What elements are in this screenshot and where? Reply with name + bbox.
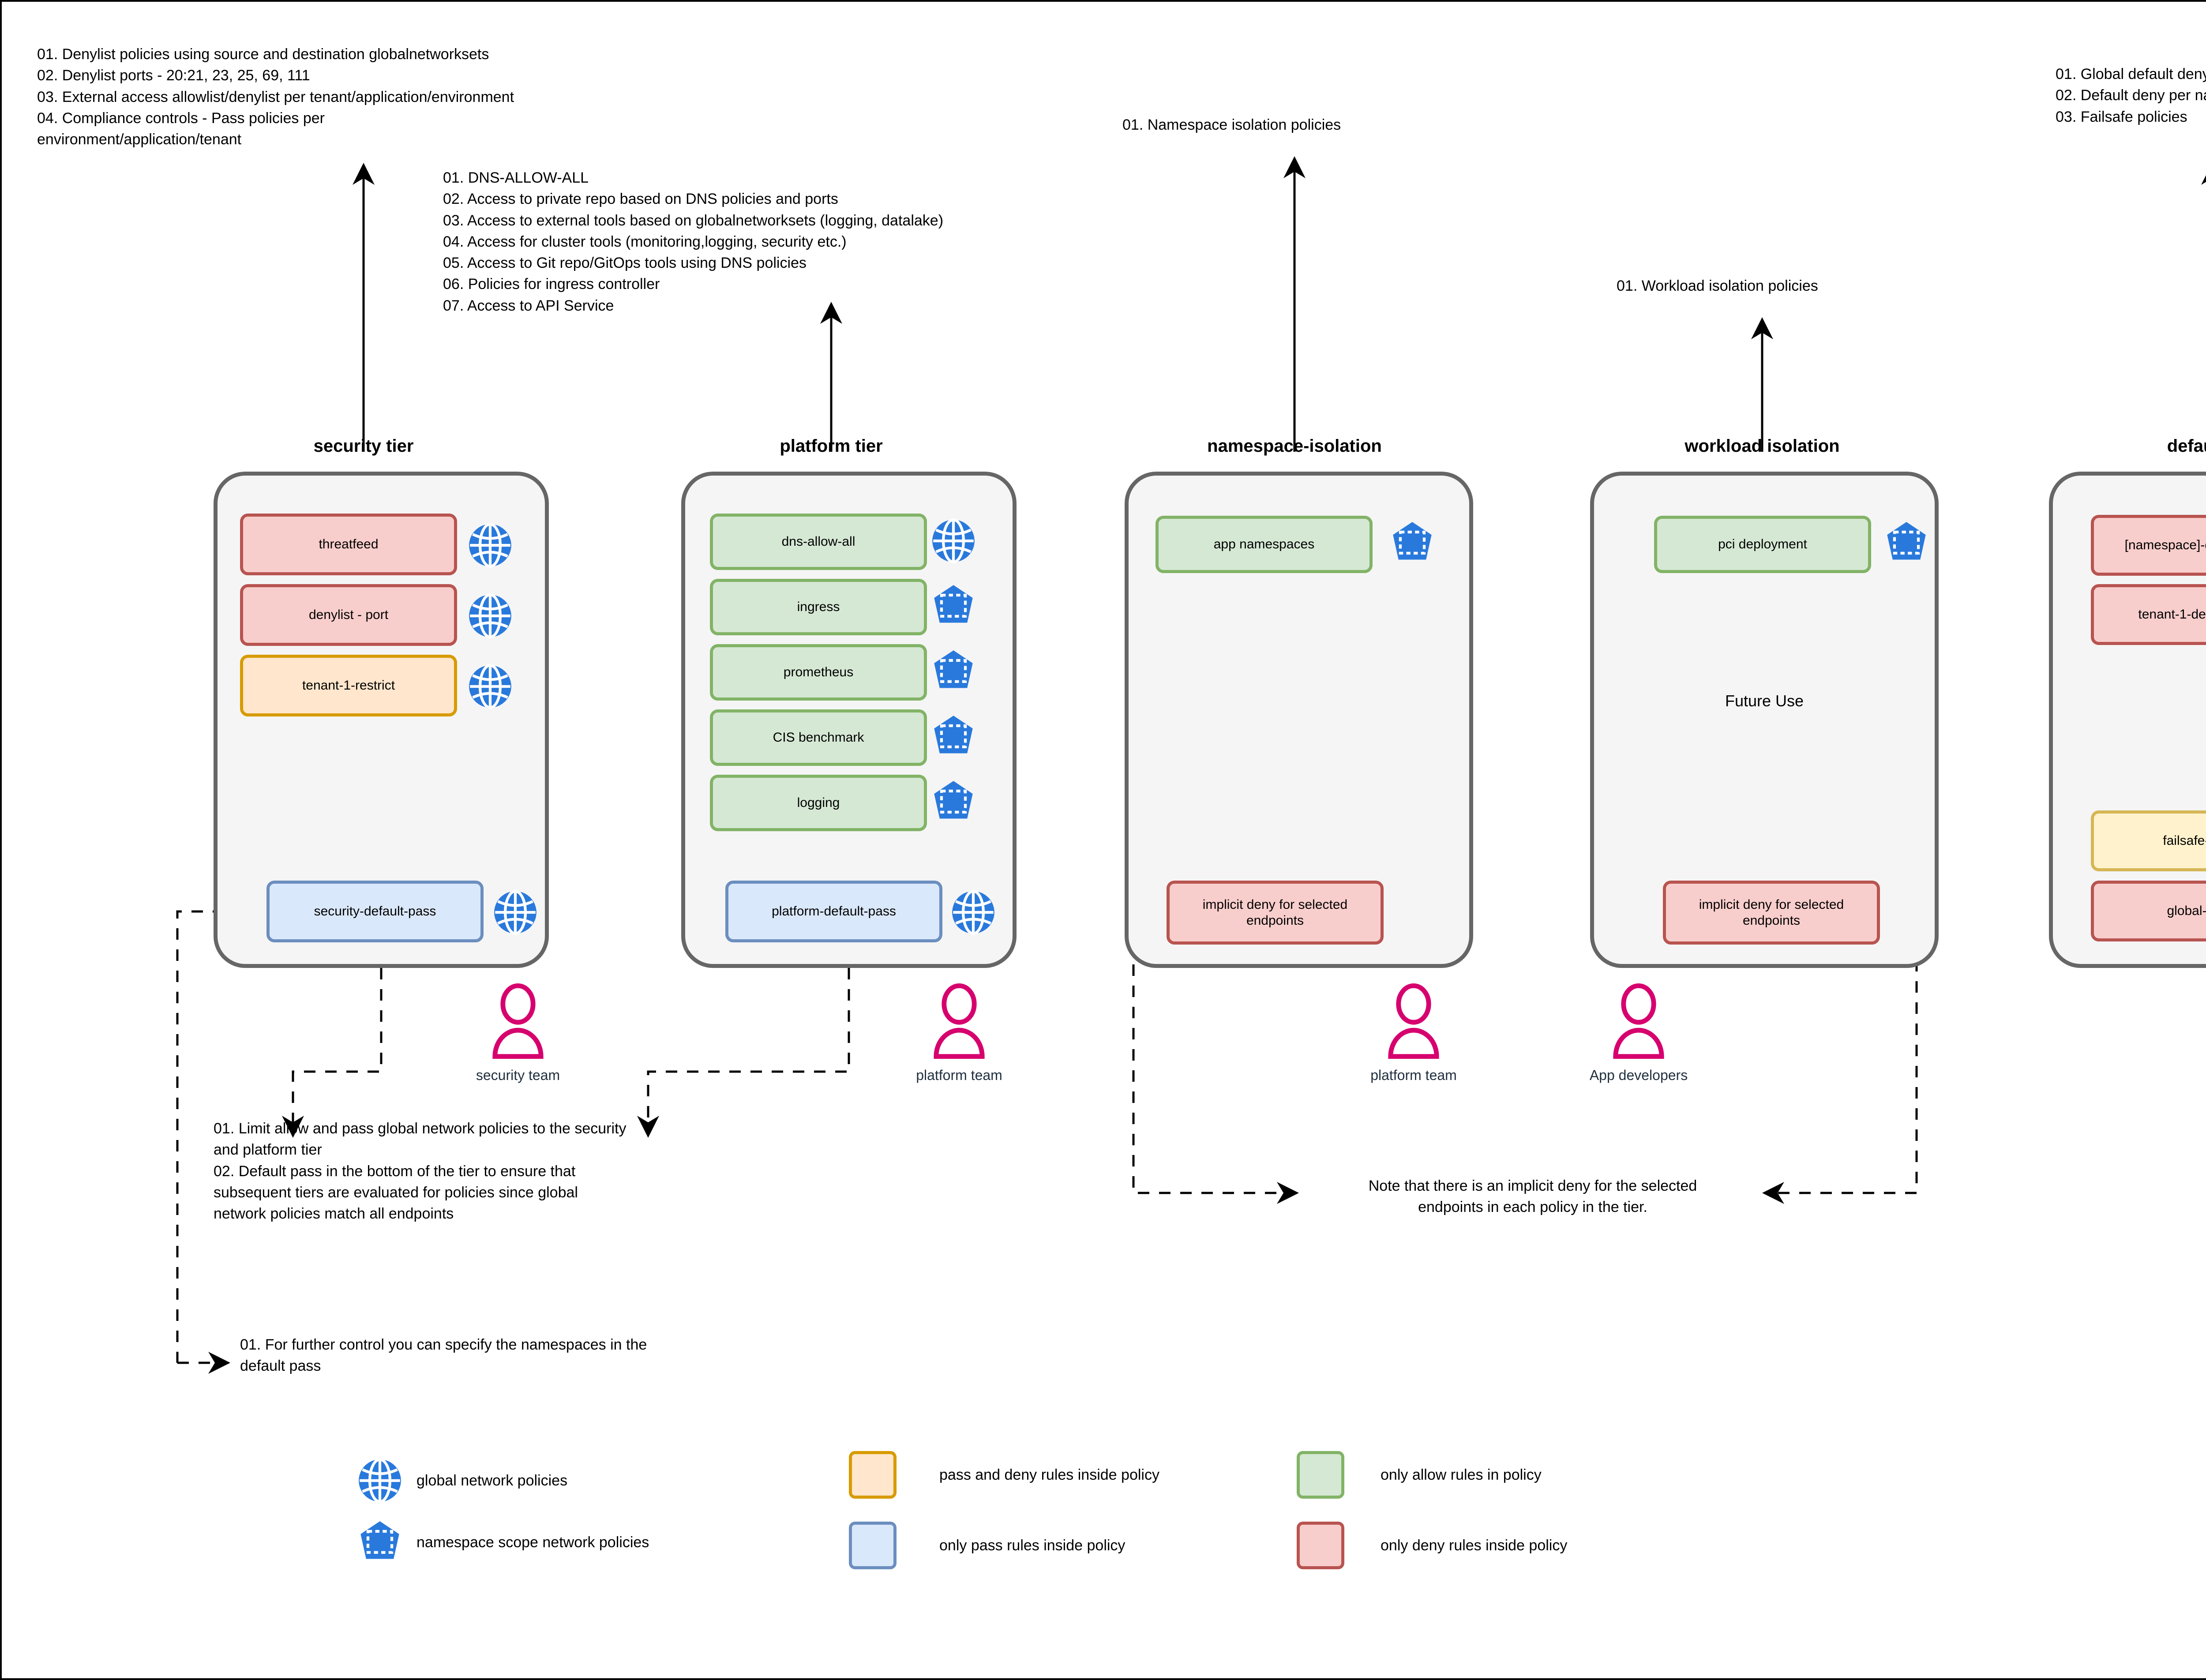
legend-label: only pass rules inside policy bbox=[939, 1537, 1126, 1554]
legend-label: namespace scope network policies bbox=[416, 1534, 649, 1551]
namespace-scope-icon bbox=[930, 583, 976, 631]
persona-label-security-team-1: security team bbox=[476, 1067, 560, 1083]
tier-title-security: security tier bbox=[313, 436, 414, 456]
legend-swatch-only-pass bbox=[849, 1522, 897, 1569]
namespace-scope-icon bbox=[1883, 520, 1929, 568]
policy-chip[interactable]: denylist - port bbox=[240, 584, 457, 646]
legend-globe-icon bbox=[357, 1458, 403, 1506]
tier-title-namespace-isolation: namespace-isolation bbox=[1207, 436, 1382, 456]
future-use-label: Future Use bbox=[1725, 692, 1804, 710]
persona-icon bbox=[1610, 983, 1667, 1065]
policy-chip[interactable]: prometheus bbox=[710, 644, 927, 701]
policy-chip[interactable]: failsafe-allow bbox=[2091, 810, 2206, 871]
policy-chip-implicit-deny[interactable]: implicit deny for selected endpoints bbox=[1663, 881, 1880, 945]
policy-chip[interactable]: ingress bbox=[710, 579, 927, 635]
note-implicit-deny: Note that there is an implicit deny for … bbox=[1368, 1178, 1697, 1216]
globe-icon bbox=[467, 522, 513, 570]
policy-chip[interactable]: CIS benchmark bbox=[710, 709, 927, 766]
legend-label: global network policies bbox=[416, 1472, 568, 1489]
tier-title-workload-isolation: workload isolation bbox=[1685, 436, 1840, 456]
legend-label: pass and deny rules inside policy bbox=[939, 1466, 1159, 1483]
policy-chip[interactable]: tenant-1-restrict bbox=[240, 655, 457, 716]
tier-title-platform: platform tier bbox=[780, 436, 883, 456]
policy-chip-default[interactable]: platform-default-pass bbox=[725, 881, 942, 942]
policy-chip-default[interactable]: security-default-pass bbox=[266, 881, 484, 942]
note-workload-isolation: 01. Workload isolation policies bbox=[1617, 278, 1818, 294]
persona-icon bbox=[1385, 983, 1442, 1065]
legend-label: only deny rules inside policy bbox=[1381, 1537, 1568, 1554]
policy-chip[interactable]: app namespaces bbox=[1156, 516, 1373, 573]
note-security-tier: 01. Denylist policies using source and d… bbox=[37, 46, 514, 148]
legend-swatch-only-deny bbox=[1297, 1522, 1344, 1569]
policy-chip-implicit-deny[interactable]: implicit deny for selected endpoints bbox=[1167, 881, 1384, 945]
legend-label: only allow rules in policy bbox=[1381, 1466, 1542, 1483]
note-global-policy-guidance: 01. Limit allow and pass global network … bbox=[214, 1120, 627, 1222]
note-default-tier: 01. Global default deny 02. Default deny… bbox=[2056, 66, 2206, 125]
globe-icon bbox=[950, 889, 996, 938]
policy-chip[interactable]: [namespace]-default-deny bbox=[2091, 515, 2206, 576]
globe-icon bbox=[492, 889, 538, 938]
policy-chip[interactable]: global-deny bbox=[2091, 881, 2206, 941]
persona-label-app-developers: App developers bbox=[1589, 1067, 1688, 1083]
policy-chip[interactable]: dns-allow-all bbox=[710, 514, 927, 570]
note-namespace-isolation: 01. Namespace isolation policies bbox=[1122, 116, 1341, 133]
persona-icon bbox=[489, 983, 547, 1065]
policy-chip[interactable]: tenant-1-default-deny bbox=[2091, 584, 2206, 645]
policy-chip[interactable]: threatfeed bbox=[240, 514, 457, 575]
legend-namespace-scope-icon bbox=[357, 1519, 403, 1568]
legend-swatch-pass-and-deny bbox=[849, 1451, 897, 1499]
policy-chip[interactable]: pci deployment bbox=[1654, 516, 1871, 573]
tier-title-default: default tier bbox=[2167, 436, 2206, 456]
namespace-scope-icon bbox=[930, 649, 976, 697]
globe-icon bbox=[467, 593, 513, 641]
namespace-scope-icon bbox=[930, 779, 976, 827]
persona-label-platform-team-1: platform team bbox=[916, 1067, 1002, 1083]
persona-label-platform-team-2: platform team bbox=[1370, 1067, 1457, 1083]
policy-chip[interactable]: logging bbox=[710, 775, 927, 831]
namespace-scope-icon bbox=[930, 714, 976, 762]
globe-icon bbox=[930, 518, 976, 566]
note-further-control: 01. For further control you can specify … bbox=[240, 1336, 647, 1375]
note-platform-tier: 01. DNS-ALLOW-ALL 02. Access to private … bbox=[443, 169, 944, 314]
legend-swatch-only-allow bbox=[1297, 1451, 1344, 1499]
persona-icon bbox=[930, 983, 988, 1065]
globe-icon bbox=[467, 664, 513, 712]
namespace-scope-icon bbox=[1389, 520, 1435, 568]
